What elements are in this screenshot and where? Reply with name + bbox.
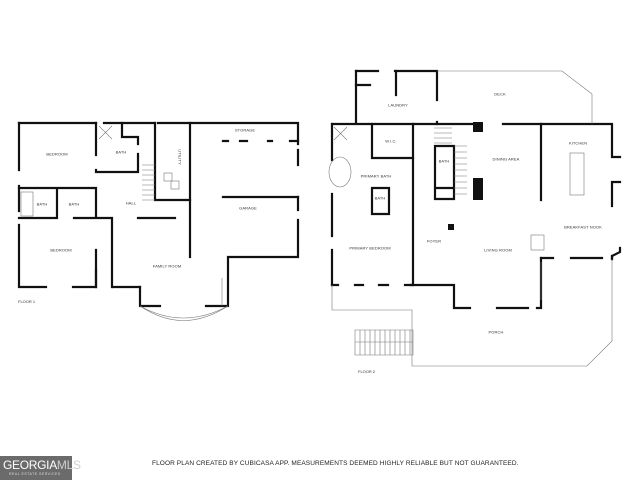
room-label-bath: BATH xyxy=(374,195,386,201)
floor-1-label: FLOOR 1 xyxy=(18,299,36,304)
room-label-porch: PORCH xyxy=(488,329,504,335)
room-label-dining-area: DINING AREA xyxy=(492,156,520,162)
disclaimer-text: FLOOR PLAN CREATED BY CUBICASA APP. MEAS… xyxy=(152,460,519,467)
room-label-foyer: FOYER xyxy=(426,238,442,244)
room-label-bath: BATH xyxy=(68,201,80,207)
room-label-primary-bath: PRIMARY BATH xyxy=(360,173,392,179)
georgia-mls-logo: GEORGIAMLS REAL ESTATE SERVICES xyxy=(0,456,81,480)
room-label-bath: BATH xyxy=(36,201,48,207)
room-label-storage: STORAGE xyxy=(234,127,256,133)
logo-tagline: REAL ESTATE SERVICES xyxy=(9,472,61,476)
room-label-laundry: LAUNDRY xyxy=(388,102,408,108)
room-label-wic: W.I.C. xyxy=(385,138,397,144)
logo-wordmark: GEORGIAMLS xyxy=(3,458,81,472)
room-label-bath: BATH xyxy=(438,158,450,164)
room-label-family-room: FAMILY ROOM xyxy=(152,263,182,269)
logo-brand-main: GEORGIA xyxy=(3,458,57,472)
room-label-hall: HALL xyxy=(125,200,137,206)
room-label-utility: UTILITY xyxy=(177,149,183,165)
floor-2-label: FLOOR 2 xyxy=(358,369,376,374)
room-label-primary-bedroom: PRIMARY BEDROOM xyxy=(349,245,391,251)
room-label-deck: DECK xyxy=(494,91,506,97)
room-label-bath: BATH xyxy=(115,149,127,155)
room-label-kitchen: KITCHEN xyxy=(568,140,588,146)
room-label-bedroom: BEDROOM xyxy=(46,151,68,157)
logo-brand-suffix: MLS xyxy=(56,458,81,472)
room-label-breakfast-nook: BREAKFAST NOOK xyxy=(564,224,602,230)
room-label-garage: GARAGE xyxy=(239,205,257,211)
room-label-bedroom: BEDROOM xyxy=(50,247,72,253)
room-label-living-room: LIVING ROOM xyxy=(484,247,512,253)
